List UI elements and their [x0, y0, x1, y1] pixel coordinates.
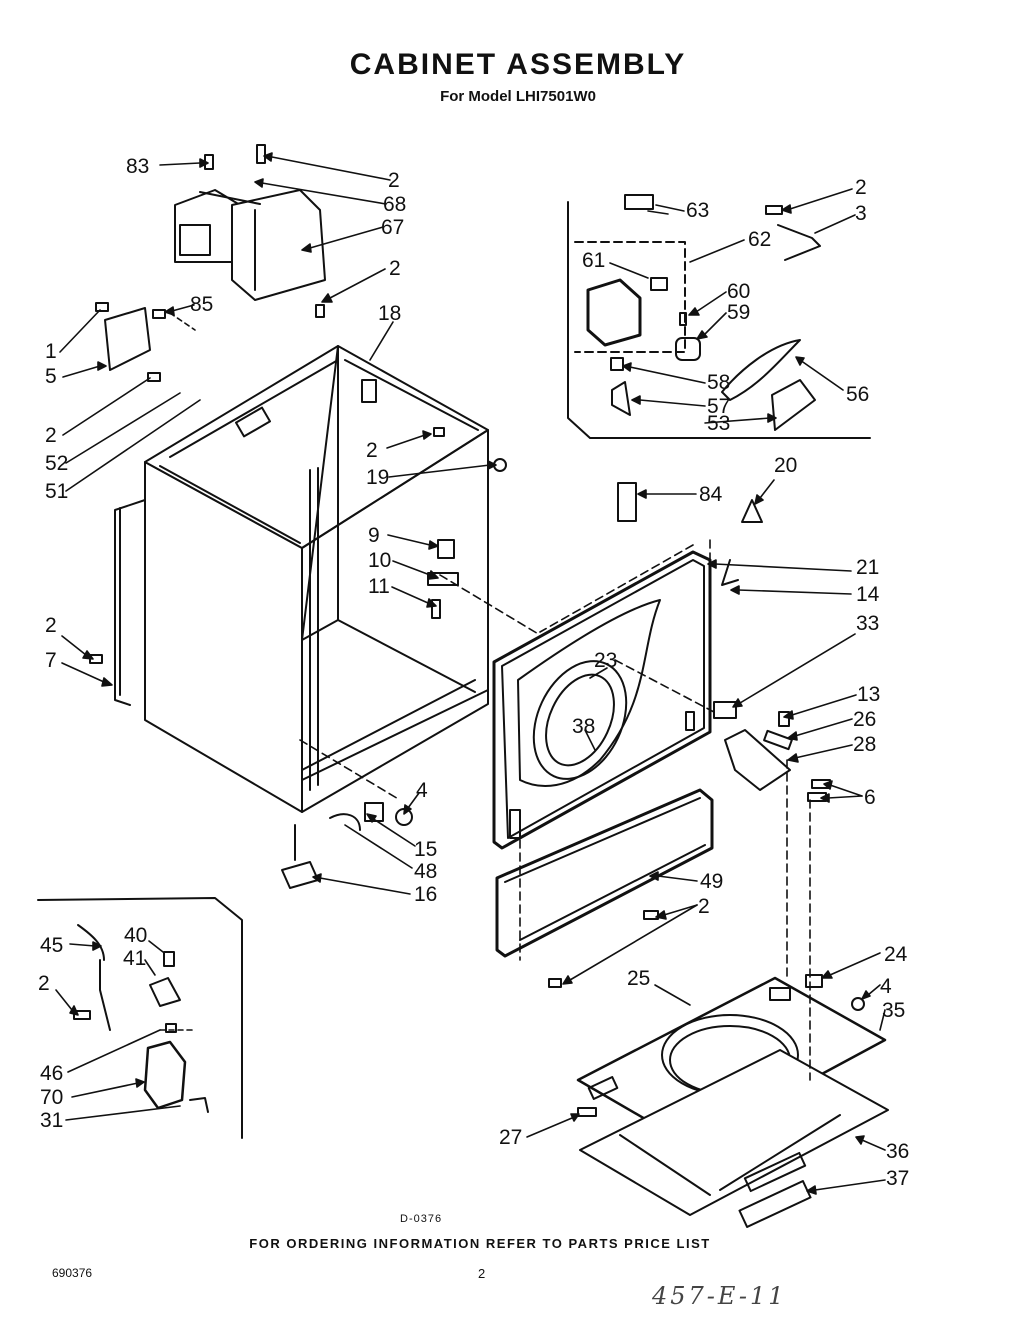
- cabinet-shell: [114, 345, 489, 813]
- callout-label: 2: [45, 614, 57, 637]
- callout-label: 56: [846, 383, 870, 406]
- callout-label: 2: [45, 424, 57, 447]
- callout-label: 26: [853, 708, 877, 731]
- callout-label: 2: [698, 895, 710, 918]
- callout-label: 52: [45, 452, 69, 475]
- pump-assembly: [174, 189, 326, 301]
- callout-label: 3: [855, 202, 867, 225]
- callout-label: 58: [707, 371, 731, 394]
- callout-label: 2: [38, 972, 50, 995]
- callout-label: 33: [856, 612, 880, 635]
- callout-label: 14: [856, 583, 880, 606]
- wiring-inset: [37, 897, 243, 1139]
- callout-label: 48: [414, 860, 438, 883]
- document-number: 690376: [52, 1266, 93, 1280]
- callout-label: 7: [45, 649, 57, 672]
- callout-label: 2: [855, 176, 867, 199]
- callout-label: 11: [368, 575, 390, 598]
- base-assembly: [576, 976, 889, 1228]
- callout-label: 21: [856, 556, 880, 579]
- callout-label: 46: [40, 1062, 64, 1085]
- diagram-title: CABINET ASSEMBLY: [349, 48, 687, 81]
- callout-label: 62: [748, 228, 772, 251]
- callout-label: 31: [40, 1109, 64, 1132]
- callout-label: 16: [414, 883, 438, 906]
- model-subtitle: For Model LHI7501W0: [440, 88, 596, 105]
- callout-label: 1: [45, 340, 57, 363]
- callout-label: 15: [414, 838, 438, 861]
- callout-label: 27: [499, 1126, 523, 1149]
- callout-label: 70: [40, 1086, 64, 1109]
- callout-label: 45: [40, 934, 64, 957]
- ordering-note: FOR ORDERING INFORMATION REFER TO PARTS …: [249, 1236, 711, 1251]
- callout-label: 36: [886, 1140, 910, 1163]
- callout-label: 49: [700, 870, 724, 893]
- callout-label: 28: [853, 733, 877, 756]
- callout-label: 18: [378, 302, 402, 325]
- callout-label: 40: [124, 924, 148, 947]
- callout-label: 19: [366, 466, 390, 489]
- callout-label: 68: [383, 193, 407, 216]
- toe-panel: [495, 788, 714, 958]
- callout-label: 13: [857, 683, 881, 706]
- callout-label: 2: [366, 439, 378, 462]
- front-panel: [492, 550, 712, 850]
- callout-label: 61: [582, 249, 606, 272]
- callout-label: 23: [594, 649, 618, 672]
- motor-inset: [567, 201, 871, 439]
- callout-label: 51: [45, 480, 69, 503]
- callout-label: 2: [388, 169, 400, 192]
- callout-label: 85: [190, 293, 214, 316]
- callout-label: 63: [686, 199, 710, 222]
- callout-label: 38: [572, 715, 596, 738]
- leader-lines: [55, 152, 886, 1195]
- callout-label: 41: [123, 947, 147, 970]
- callout-label: 4: [880, 975, 892, 998]
- callout-label: 84: [699, 483, 723, 506]
- callout-label: 83: [126, 155, 150, 178]
- callout-label: 20: [774, 454, 798, 477]
- callout-label: 59: [727, 301, 751, 324]
- callout-label: 53: [707, 412, 731, 435]
- callout-label: 10: [368, 549, 392, 572]
- callout-label: 25: [627, 967, 651, 990]
- handwritten-note: 457-E-11: [652, 1282, 787, 1310]
- callout-label: 5: [45, 365, 57, 388]
- callout-label: 6: [864, 786, 876, 809]
- callout-label: 2: [389, 257, 401, 280]
- callout-label: 37: [886, 1167, 910, 1190]
- diagram-code: D-0376: [400, 1213, 443, 1225]
- callout-label: 9: [368, 524, 380, 547]
- page-number: 2: [478, 1266, 486, 1281]
- callout-label: 67: [381, 216, 405, 239]
- callout-label: 24: [884, 943, 908, 966]
- callout-label: 57: [707, 395, 731, 418]
- callout-label: 4: [416, 779, 428, 802]
- callout-label: 60: [727, 280, 751, 303]
- callout-label: 35: [882, 999, 906, 1022]
